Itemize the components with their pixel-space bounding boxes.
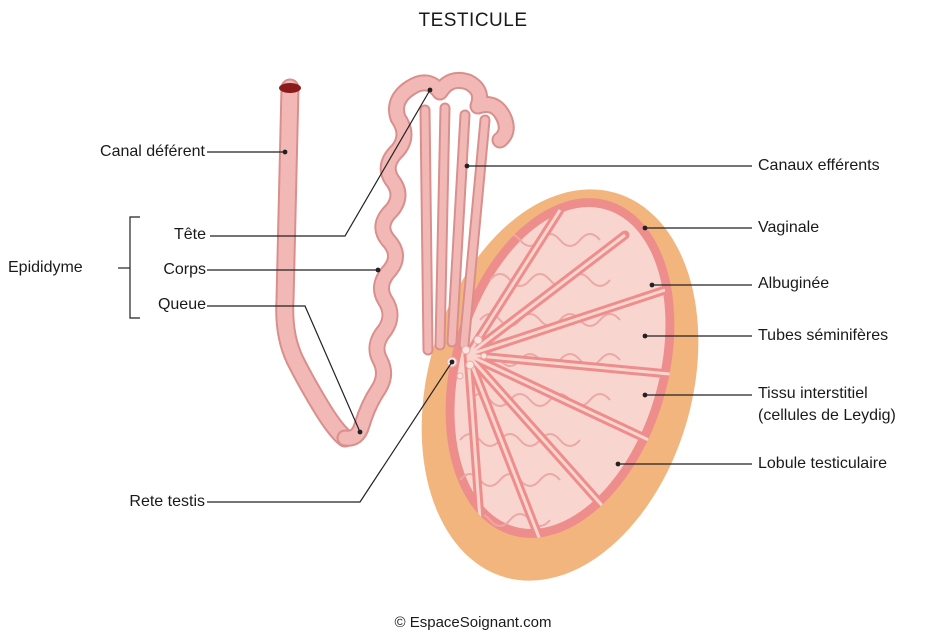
label-cellules-leydig: (cellules de Leydig) [758, 406, 896, 426]
label-canal-deferent: Canal déférent [40, 142, 205, 162]
label-albuginee: Albuginée [758, 274, 829, 294]
label-tete: Tête [100, 225, 206, 245]
label-lobule-testiculaire: Lobule testiculaire [758, 454, 887, 474]
label-queue: Queue [100, 295, 206, 315]
label-tubes-seminiferes: Tubes séminifères [758, 326, 888, 346]
label-tissu-interstitiel: Tissu interstitiel [758, 384, 868, 404]
diagram-title: TESTICULE [0, 10, 946, 32]
copyright-credit: © EspaceSoignant.com [0, 614, 946, 631]
label-canaux-efferents: Canaux efférents [758, 156, 880, 176]
duct-lumen [279, 83, 301, 93]
label-rete-testis: Rete testis [60, 492, 205, 512]
vas-deferens [279, 83, 345, 438]
label-epididyme: Epididyme [8, 258, 83, 278]
label-vaginale: Vaginale [758, 218, 819, 238]
label-corps: Corps [100, 260, 206, 280]
